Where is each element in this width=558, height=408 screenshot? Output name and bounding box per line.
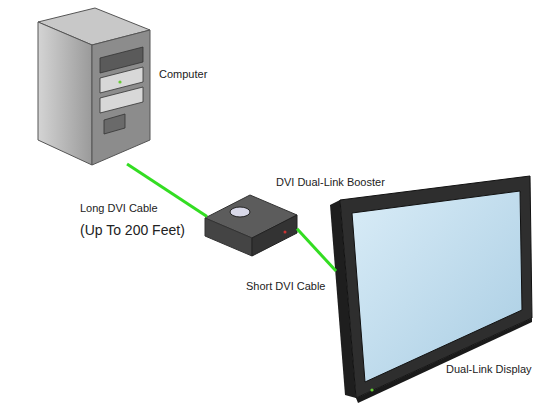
display-monitor xyxy=(330,176,532,403)
node-label: Dual-Link Display xyxy=(446,363,532,376)
node-label: DVI Dual-Link Booster xyxy=(276,176,385,189)
computer-tower xyxy=(38,8,150,165)
computer-node: Computer xyxy=(35,6,153,168)
node-label: Computer xyxy=(159,68,207,81)
cable-label: Short DVI Cable xyxy=(246,280,325,293)
display-node: Dual-Link Display xyxy=(328,174,534,405)
booster-node: DVI Dual-Link Booster xyxy=(204,193,299,258)
dvi-cable xyxy=(297,229,336,271)
note-label: (Up To 200 Feet) xyxy=(80,222,185,239)
booster-box xyxy=(205,195,297,256)
cable-label: Long DVI Cable xyxy=(80,202,158,215)
